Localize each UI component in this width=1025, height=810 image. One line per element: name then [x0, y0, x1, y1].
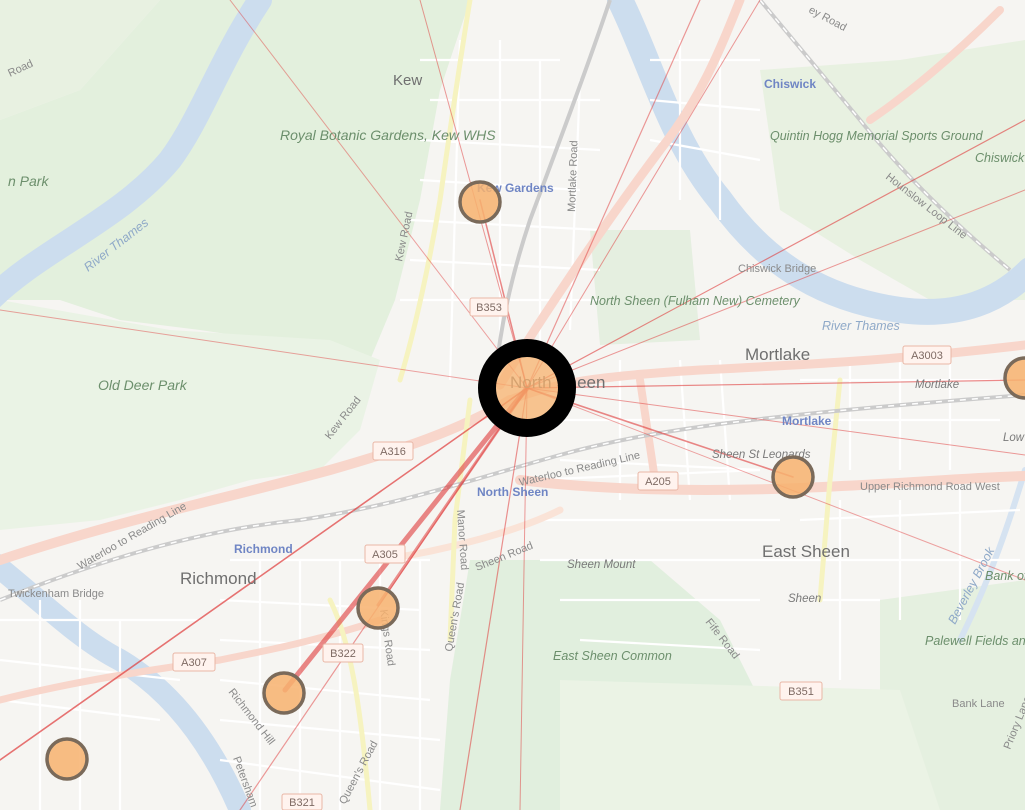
svg-text:A3003: A3003: [911, 350, 943, 362]
shield-a205: A205: [637, 471, 679, 491]
svg-text:B322: B322: [330, 648, 356, 660]
label-mortlake-road: Mortlake Road: [566, 140, 580, 212]
label-lower: Low: [1003, 432, 1025, 444]
shield-a305: A305: [364, 544, 406, 564]
green-area-labels: Royal Botanic Gardens, Kew WHS Old Deer …: [8, 127, 1025, 663]
road-shields: B353 A316 A205 A305 A307 B322 A3003 B351…: [172, 297, 952, 810]
label-chiswick: Chiswick: [764, 77, 816, 91]
label-river-thames-2: River Thames: [822, 319, 900, 333]
shield-b353: B353: [469, 297, 509, 317]
label-old-deer-park: Old Deer Park: [98, 377, 188, 393]
label-quintin-hogg: Quintin Hogg Memorial Sports Ground: [770, 129, 984, 143]
svg-text:B351: B351: [788, 686, 814, 698]
marker-mortlake-east[interactable]: [1003, 356, 1025, 400]
label-richmond-station: Richmond: [234, 542, 293, 556]
label-manor-road: Manor Road: [454, 509, 470, 570]
svg-text:B353: B353: [476, 302, 502, 314]
svg-text:A305: A305: [372, 549, 398, 561]
label-upper-richmond-road-west: Upper Richmond Road West: [860, 481, 1000, 493]
shield-a316: A316: [372, 441, 414, 461]
svg-text:B321: B321: [289, 797, 315, 809]
marker-mortlake[interactable]: [771, 455, 815, 499]
shield-b322: B322: [322, 643, 364, 663]
label-sheen-mount: Sheen Mount: [567, 559, 636, 571]
label-mortlake-station: Mortlake: [782, 414, 832, 428]
label-sheen: Sheen: [788, 593, 821, 605]
svg-text:A307: A307: [181, 657, 207, 669]
label-mortlake-small: Mortlake: [915, 379, 959, 391]
label-north-sheen-cemetery: North Sheen (Fulham New) Cemetery: [590, 294, 801, 308]
label-east-sheen-common: East Sheen Common: [553, 649, 672, 663]
label-bank-lane: Bank Lane: [952, 698, 1005, 710]
shield-b321: B321: [281, 793, 323, 810]
marker-kew-gardens[interactable]: [458, 180, 502, 224]
label-chiswick-bridge: Chiswick Bridge: [738, 263, 816, 275]
label-east-sheen: East Sheen: [762, 542, 850, 561]
hub-marker[interactable]: [478, 339, 576, 437]
shield-b351: B351: [779, 681, 823, 701]
label-bank-of-england: Bank of England Sports Ground: [985, 569, 1025, 583]
label-twickenham-bridge: Twickenham Bridge: [8, 588, 104, 600]
marker-richmond-hill[interactable]: [262, 671, 306, 715]
station-markers[interactable]: [45, 180, 1025, 781]
label-chiswick-ground: Chiswick Ground: [975, 151, 1025, 165]
label-kew: Kew: [393, 72, 422, 89]
label-n-park: n Park: [8, 173, 49, 189]
marker-sheen-road[interactable]: [356, 586, 400, 630]
label-mortlake: Mortlake: [745, 345, 810, 364]
svg-text:A205: A205: [645, 476, 671, 488]
svg-text:A316: A316: [380, 446, 406, 458]
shield-a307: A307: [172, 652, 216, 672]
label-royal-botanic: Royal Botanic Gardens, Kew WHS: [280, 127, 496, 143]
shield-a3003: A3003: [902, 345, 952, 365]
label-palewell: Palewell Fields and Common: [925, 634, 1025, 648]
label-north-sheen-station: North Sheen: [477, 485, 548, 499]
label-richmond: Richmond: [180, 569, 257, 588]
marker-twickenham[interactable]: [45, 737, 89, 781]
